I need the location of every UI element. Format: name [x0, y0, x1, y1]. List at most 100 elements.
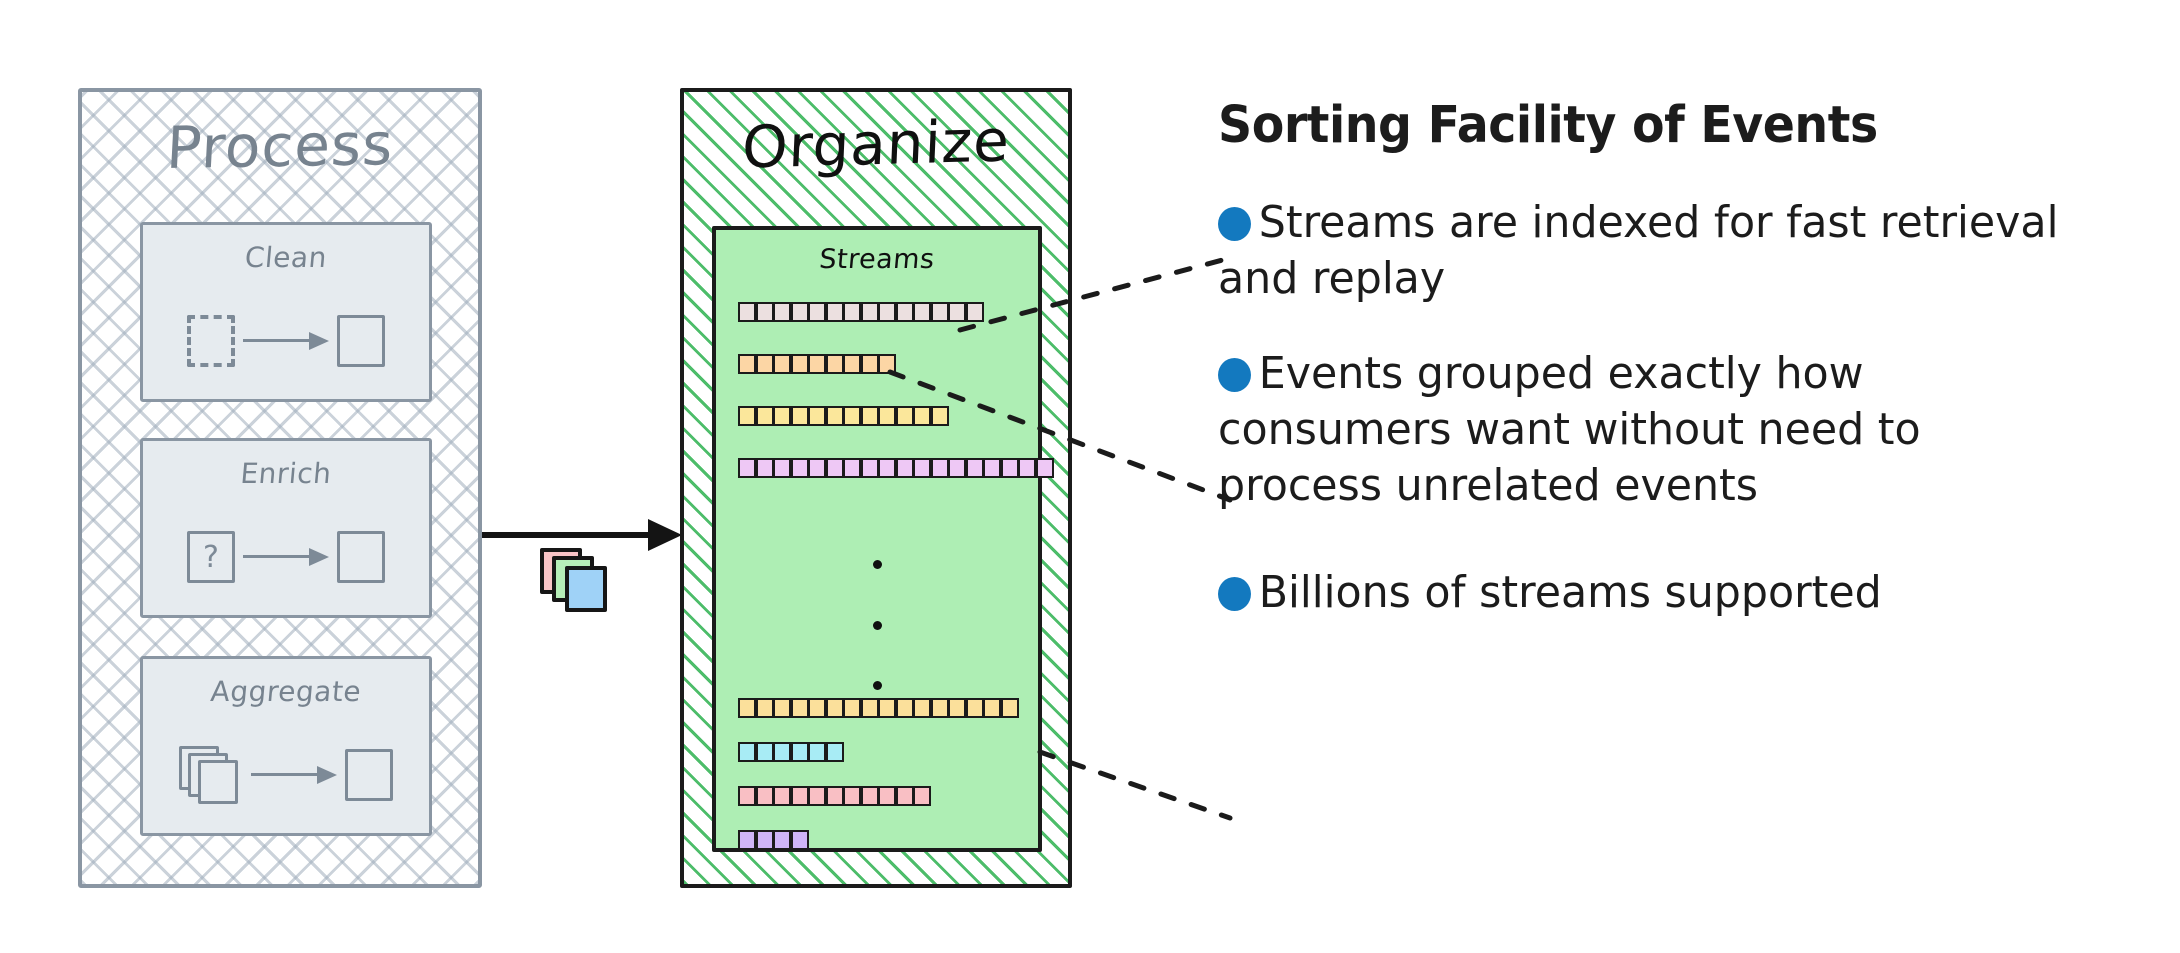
stream-cell [808, 786, 826, 806]
stream-cell [755, 698, 774, 718]
stream-cell [790, 830, 809, 850]
dashed-square-icon [187, 315, 235, 367]
info-bullet-1-text: Streams are indexed for fast retrieval a… [1218, 197, 2059, 305]
stream-cell [755, 354, 774, 374]
stream-row [738, 830, 809, 850]
process-panel: Process Clean Enrich ? Aggregate [78, 88, 482, 888]
stream-cell [738, 354, 756, 374]
stream-cell [948, 458, 966, 478]
stream-cell [1000, 698, 1019, 718]
bullet-dot-icon [1218, 576, 1251, 611]
stream-cell [755, 786, 774, 806]
stream-cell [948, 302, 966, 322]
stream-cell [1035, 458, 1054, 478]
stream-cell [895, 698, 914, 718]
bullet-dot-icon [1218, 207, 1251, 241]
streams-label: Streams [818, 244, 936, 275]
stream-cell [878, 458, 896, 478]
stream-cell [913, 698, 931, 718]
stream-cell [808, 406, 826, 426]
arrow-right-icon [251, 763, 337, 787]
stream-cell [930, 302, 949, 322]
stream-cell [773, 742, 791, 762]
stream-cell [790, 458, 809, 478]
stream-cell [825, 406, 844, 426]
stream-cell [843, 406, 861, 426]
stream-row [738, 698, 1019, 718]
stream-cell [860, 354, 879, 374]
stream-cell [808, 698, 826, 718]
stream-cell [790, 406, 809, 426]
stream-cell [773, 354, 791, 374]
info-column: Sorting Facility of Events Streams are i… [1218, 96, 2098, 659]
stream-cell [913, 458, 931, 478]
stream-cell [825, 354, 844, 374]
stream-cell [790, 302, 809, 322]
stream-cell [965, 458, 984, 478]
stream-cell [773, 458, 791, 478]
process-card-enrich-label: Enrich [239, 457, 333, 490]
process-card-clean-icons [143, 303, 429, 379]
stream-cell [843, 458, 861, 478]
stacked-squares-icon [179, 746, 243, 804]
stream-cell [878, 786, 896, 806]
stream-cell [790, 354, 809, 374]
stream-cell [878, 302, 896, 322]
stream-cell [755, 742, 774, 762]
stream-cell [860, 698, 879, 718]
stream-row [738, 406, 949, 426]
stream-cell [790, 698, 809, 718]
stream-cell [930, 698, 949, 718]
stream-cell [843, 786, 861, 806]
streams-box: Streams [712, 226, 1054, 852]
stream-cell [825, 786, 844, 806]
process-card-aggregate-label: Aggregate [209, 675, 363, 708]
arrow-right-icon [243, 545, 329, 569]
square-icon [337, 531, 385, 583]
stream-cell [825, 302, 844, 322]
process-card-enrich[interactable]: Enrich ? [140, 438, 432, 618]
vertical-ellipsis-icon [716, 560, 1038, 690]
info-bullet-3: Billions of streams supported [1218, 565, 2072, 621]
square-icon [337, 315, 385, 367]
stream-cell [773, 786, 791, 806]
stream-cell [808, 302, 826, 322]
stream-row [738, 458, 1054, 478]
stream-cell [790, 742, 809, 762]
stream-cell [860, 458, 879, 478]
stream-cell [843, 354, 861, 374]
process-card-enrich-icons: ? [143, 519, 429, 595]
stream-cell [843, 302, 861, 322]
stream-cell [965, 698, 984, 718]
stream-row [738, 786, 931, 806]
info-bullet-2: Events grouped exactly how consumers wan… [1218, 346, 2072, 515]
info-bullet-1: Streams are indexed for fast retrieval a… [1218, 195, 2072, 308]
stream-cell [755, 458, 774, 478]
info-bullet-3-text: Billions of streams supported [1258, 566, 1882, 618]
event-cards-stack-icon [540, 548, 630, 618]
bullet-dot-icon [1218, 357, 1251, 392]
organize-panel-title: Organize [740, 106, 1012, 182]
stream-cell [738, 786, 756, 806]
process-card-aggregate[interactable]: Aggregate [140, 656, 432, 836]
process-card-clean[interactable]: Clean [140, 222, 432, 402]
stream-cell [808, 742, 826, 762]
arrow-right-icon [243, 329, 329, 353]
stream-cell [825, 742, 844, 762]
stream-cell [983, 698, 1001, 718]
stream-cell [738, 458, 756, 478]
process-card-aggregate-icons [143, 737, 429, 813]
stream-cell [755, 830, 774, 850]
stream-cell [895, 458, 914, 478]
stream-cell [738, 698, 756, 718]
square-icon [345, 749, 393, 801]
page-title: Sorting Facility of Events [1218, 96, 1878, 155]
stream-cell [895, 786, 914, 806]
flow-arrow-icon [482, 519, 682, 551]
stream-cell [808, 354, 826, 374]
info-bullet-2-text: Events grouped exactly how consumers wan… [1218, 347, 1921, 512]
stream-cell [738, 742, 756, 762]
process-card-clean-label: Clean [243, 241, 329, 274]
stream-cell [930, 406, 949, 426]
